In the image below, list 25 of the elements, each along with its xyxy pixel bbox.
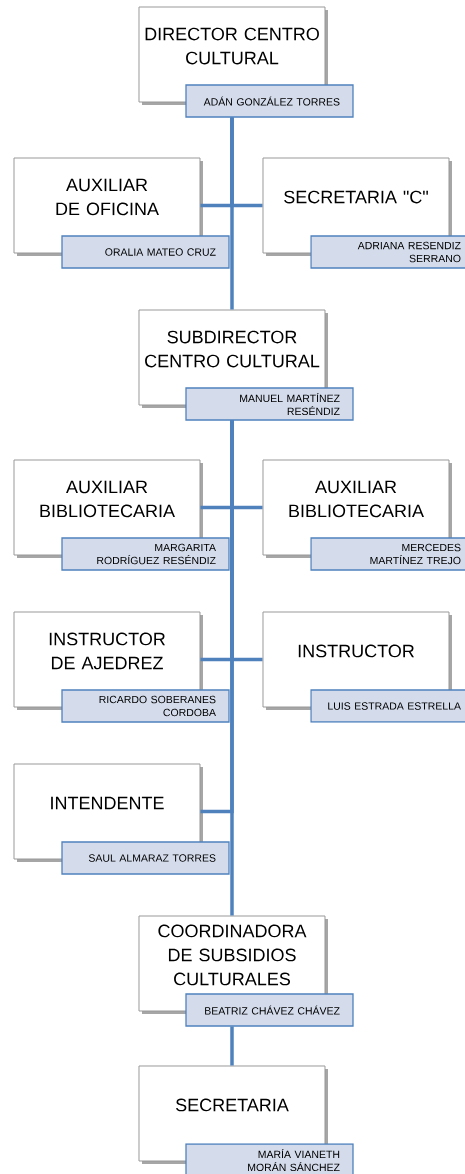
job-title: AUXILIAR BIBLIOTECARIA <box>289 480 424 518</box>
name-badge: BEATRIZ CHÁVEZ CHÁVEZ <box>185 993 354 1027</box>
job-title: DIRECTOR CENTRO CULTURAL <box>145 27 319 65</box>
name-badge: MARGARITA RODRÍGUEZ RESÉNDIZ <box>61 537 230 571</box>
job-title: SECRETARIA "C" <box>284 190 428 204</box>
job-title: INTENDENTE <box>51 796 164 810</box>
name-badge: SAUL ALMARAZ TORRES <box>61 841 230 875</box>
job-title: COORDINADORA DE SUBSIDIOS CULTURALES <box>158 924 307 986</box>
connector-line <box>230 1026 234 1066</box>
job-title: SECRETARIA <box>175 1098 289 1112</box>
connector-line <box>230 117 234 310</box>
name-badge: RICARDO SOBERANES CORDOBA <box>61 689 230 723</box>
name-badge: ADÁN GONZÁLEZ TORRES <box>185 84 354 118</box>
job-title: SUBDIRECTOR CENTRO CULTURAL <box>145 330 320 368</box>
job-title: AUXILIAR BIBLIOTECARIA <box>40 480 175 518</box>
name-badge: LUIS ESTRADA ESTRELLA <box>310 689 465 723</box>
connector-line <box>230 420 234 916</box>
name-badge: MANUEL MARTÍNEZ RESÉNDIZ <box>185 387 354 421</box>
job-title: INSTRUCTOR DE AJEDREZ <box>49 632 165 670</box>
job-title: INSTRUCTOR <box>298 644 414 658</box>
job-title: AUXILIAR DE OFICINA <box>56 178 159 216</box>
name-badge: ADRIANA RESENDIZ SERRANO <box>310 235 465 269</box>
name-badge: ORALIA MATEO CRUZ <box>61 235 230 269</box>
name-badge: MERCEDES MARTÍNEZ TREJO <box>310 537 465 571</box>
name-badge: MARÍA VIANETH MORÁN SÁNCHEZ <box>185 1143 354 1174</box>
